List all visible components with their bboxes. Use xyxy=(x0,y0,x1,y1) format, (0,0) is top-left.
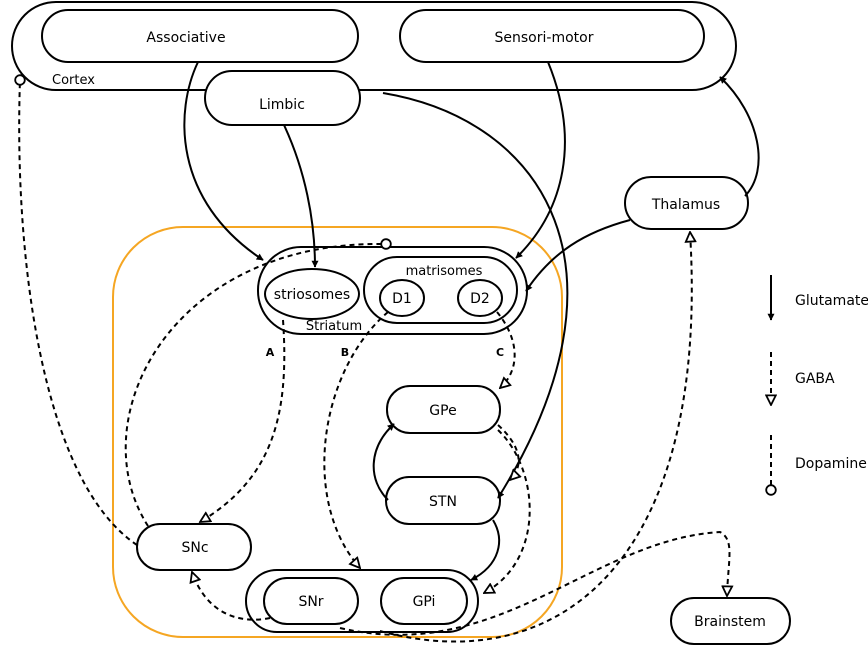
gpe-label: GPe xyxy=(429,403,456,419)
snc-to-striatum-arrow xyxy=(124,238,392,527)
d1-label: D1 xyxy=(392,291,412,307)
snc-node: SNc xyxy=(136,523,252,571)
gpe-node: GPe xyxy=(386,385,501,434)
sensorimotor-to-striatum-arrow xyxy=(515,61,566,259)
thalamus-node: Thalamus xyxy=(624,176,749,230)
matrisomes-label: matrisomes xyxy=(406,264,483,279)
gpe-to-gpi-arrow xyxy=(484,429,531,593)
sensorimotor-node: Sensori-motor xyxy=(399,9,705,63)
striatum-label: Striatum xyxy=(306,319,362,334)
brainstem-label: Brainstem xyxy=(694,614,766,630)
pathway-c-arrow xyxy=(496,311,516,388)
brainstem-node: Brainstem xyxy=(670,597,791,645)
legend: Glutamate GABA Dopamine xyxy=(771,275,868,496)
d1-node: D1 xyxy=(379,279,425,317)
striosomes-label: striosomes xyxy=(274,287,350,303)
legend-glutamate-label: Glutamate xyxy=(795,293,868,309)
thalamus-to-striatum-arrow xyxy=(525,219,631,292)
gpe-to-stn-arrow xyxy=(497,424,519,480)
pathway-b-arrow xyxy=(323,311,389,568)
snr-node xyxy=(263,577,359,625)
thalamus-to-cortex-arrow xyxy=(719,76,760,197)
limbic-label: Limbic xyxy=(259,97,305,113)
sensorimotor-label: Sensori-motor xyxy=(495,30,594,46)
pathway-a-tag: A xyxy=(266,346,275,359)
pathway-c-tag: C xyxy=(496,346,504,359)
legend-dopamine-label: Dopamine xyxy=(795,456,867,472)
stn-node: STN xyxy=(385,476,501,525)
d2-node: D2 xyxy=(457,279,503,317)
associative-label: Associative xyxy=(146,30,225,46)
snr-to-snc-arrow xyxy=(192,572,271,621)
output-to-thalamus-arrow xyxy=(379,232,692,643)
gpi-node xyxy=(380,577,468,625)
gpi-label: GPi xyxy=(413,594,436,610)
cortex-to-stn-arrow xyxy=(382,92,569,499)
limbic-node: Limbic xyxy=(204,70,361,126)
output-group: SNr GPi xyxy=(245,569,479,633)
stn-label: STN xyxy=(429,494,457,510)
limbic-to-striosomes-arrow xyxy=(283,124,319,268)
basal-ganglia-box xyxy=(112,226,563,638)
snc-to-cortex-arrow xyxy=(14,74,138,546)
thalamus-label: Thalamus xyxy=(651,197,720,213)
associative-to-striatum-arrow xyxy=(183,61,264,261)
d2-label: D2 xyxy=(470,291,490,307)
striosomes-node: striosomes xyxy=(264,268,360,320)
stn-to-gpe-arrow xyxy=(372,423,395,501)
stn-to-gpi-arrow xyxy=(470,519,501,581)
legend-gaba-label: GABA xyxy=(795,371,835,387)
pathway-b-tag: B xyxy=(341,346,349,359)
cortex-label: Cortex xyxy=(52,73,95,88)
associative-node: Associative xyxy=(41,9,359,63)
snc-label: SNc xyxy=(181,540,208,556)
snr-label: SNr xyxy=(298,594,323,610)
